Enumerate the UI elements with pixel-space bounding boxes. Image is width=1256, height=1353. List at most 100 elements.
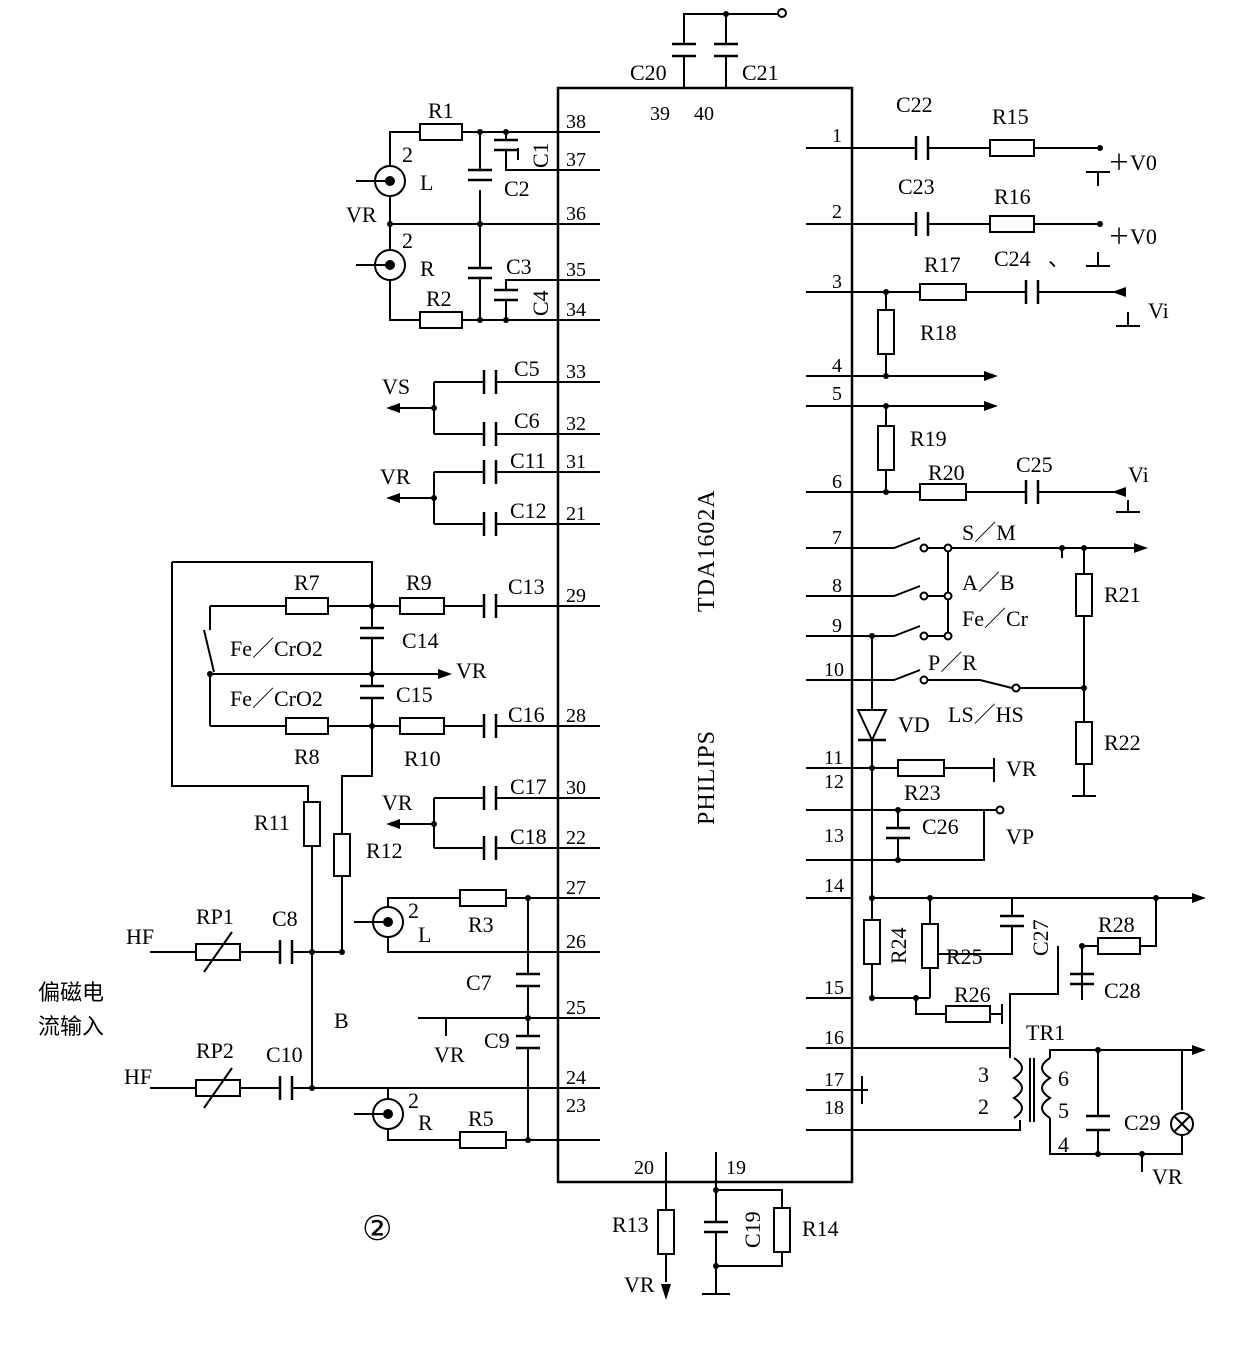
pin-16: 16 xyxy=(824,1027,844,1049)
tr-pin-3: 3 xyxy=(978,1062,989,1087)
r22-resistor xyxy=(1075,721,1093,765)
c20-label: C20 xyxy=(630,60,667,85)
c7-label: C7 xyxy=(466,970,492,995)
c3-label: C3 xyxy=(506,254,532,279)
pin-31: 31 xyxy=(566,451,586,473)
r24-resistor xyxy=(863,919,881,965)
bottom-section: 20 19 R13 C19 R14 VR ② xyxy=(362,1152,839,1300)
r9-resistor xyxy=(399,597,445,615)
r20-label: R20 xyxy=(928,460,965,485)
r2-label: R2 xyxy=(426,286,452,311)
c8-label: C8 xyxy=(272,906,298,931)
r17-resistor xyxy=(919,283,967,301)
pin-38: 38 xyxy=(566,111,586,133)
ic-maker: PHILIPS xyxy=(694,730,720,825)
playback-head-network: R1 C1 C2 2 L VR 2 R C3 C4 R2 xyxy=(346,98,600,329)
c18-label: C18 xyxy=(510,824,547,849)
pin-24: 24 xyxy=(566,1067,586,1089)
c1-label: C1 xyxy=(528,142,553,168)
r21-label: R21 xyxy=(1104,582,1141,607)
rec-l-label: L xyxy=(418,922,431,947)
bias-input-network: HF RP1 C8 R11 HF RP2 C10 偏磁电 流输入 B xyxy=(38,801,388,1109)
rp1-label: RP1 xyxy=(196,904,234,929)
pin-36: 36 xyxy=(566,203,586,225)
c25-label: C25 xyxy=(1016,452,1053,477)
c29-label: C29 xyxy=(1124,1110,1161,1135)
r3-resistor xyxy=(459,889,507,907)
r21-resistor xyxy=(1075,573,1093,617)
head-r-label: R xyxy=(420,256,435,281)
vs-label: VS xyxy=(382,374,410,399)
right-pins: 1 2 3 4 5 6 7 8 9 10 11 12 13 14 15 16 1… xyxy=(806,125,852,1131)
c19-label: C19 xyxy=(740,1211,765,1248)
vr-head-label: VR xyxy=(346,202,377,227)
pin-7: 7 xyxy=(832,527,842,549)
fe-cro2-b-label: Fe／CrO2 xyxy=(230,686,323,711)
ab-label: A／B xyxy=(962,570,1015,595)
c6-label: C6 xyxy=(514,408,540,433)
tr1-label: TR1 xyxy=(1026,1020,1065,1045)
r22-label: R22 xyxy=(1104,730,1141,755)
c2-label: C2 xyxy=(504,176,530,201)
c9-label: C9 xyxy=(484,1028,510,1053)
r14-label: R14 xyxy=(802,1216,839,1241)
r16-label: R16 xyxy=(994,184,1031,209)
sm-label: S／M xyxy=(962,520,1016,545)
decoupling-caps-upper: VS C5 C6 VR C11 C12 xyxy=(380,356,600,536)
r25-resistor xyxy=(921,923,939,969)
c4-label: C4 xyxy=(528,290,553,316)
pins-11-15-network: VR R23 C26 VP R24 R25 C27 R28 C28 R26 xyxy=(852,756,1206,1024)
left-pins: 38 37 36 35 34 33 32 31 21 29 28 30 22 2… xyxy=(558,111,600,1141)
r8-label: R8 xyxy=(294,744,320,769)
pin-28: 28 xyxy=(566,705,586,727)
c5-label: C5 xyxy=(514,356,540,381)
pin-1: 1 xyxy=(832,125,842,147)
tr-pin-6: 6 xyxy=(1058,1066,1069,1091)
pin-14: 14 xyxy=(824,875,844,897)
pin-18: 18 xyxy=(824,1097,844,1119)
pin-27: 27 xyxy=(566,877,586,899)
figure-number: ② xyxy=(362,1211,392,1248)
r23-resistor xyxy=(897,759,945,777)
vr-c9-label: VR xyxy=(434,1042,465,1067)
vr-mid-label: VR xyxy=(456,658,487,683)
pin-3: 3 xyxy=(832,271,842,293)
pin-34: 34 xyxy=(566,299,586,321)
hf1-label: HF xyxy=(126,924,154,949)
equalizer-network: R7 R9 C13 Fe／CrO2 C14 VR Fe／CrO2 C15 R8 … xyxy=(171,561,600,952)
vp-label: VP xyxy=(1006,824,1034,849)
r1-label: R1 xyxy=(428,98,454,123)
pin-32: 32 xyxy=(566,413,586,435)
bias-input-line2: 流输入 xyxy=(38,1014,104,1039)
pin-9: 9 xyxy=(832,615,842,637)
mode-switches: S／M A／B Fe／Cr R21 P／R LS／HS VD R22 xyxy=(852,520,1148,998)
c27-label: C27 xyxy=(1028,919,1053,956)
r28-resistor xyxy=(1097,937,1141,955)
vd-diode-icon xyxy=(856,709,888,743)
vr-tr-label: VR xyxy=(1152,1164,1183,1189)
fecr-label: Fe／Cr xyxy=(962,606,1029,631)
c14-label: C14 xyxy=(402,628,439,653)
c22-label: C22 xyxy=(896,92,933,117)
c23-label: C23 xyxy=(898,174,935,199)
lshs-label: LS／HS xyxy=(948,702,1024,727)
r11-resistor xyxy=(303,801,321,847)
r18-label: R18 xyxy=(920,320,957,345)
vi2-label: Vi xyxy=(1128,462,1149,487)
right-io-network: C22 R15 ＋V0 C23 R16 ＋V0 R17 C24 、 Vi R18… xyxy=(852,92,1169,513)
tr-pin-4: 4 xyxy=(1058,1132,1069,1157)
c12-label: C12 xyxy=(510,498,547,523)
vr-r23-label: VR xyxy=(1006,756,1037,781)
vi1-label: Vi xyxy=(1148,298,1169,323)
r15-resistor xyxy=(989,139,1035,157)
tr-pin-2: 2 xyxy=(978,1094,989,1119)
c24-mark: 、 xyxy=(1048,246,1070,271)
pin-35: 35 xyxy=(566,259,586,281)
c10-label: C10 xyxy=(266,1042,303,1067)
r18-resistor xyxy=(877,309,895,355)
vd-label: VD xyxy=(898,712,930,737)
r20-resistor xyxy=(919,483,967,501)
r14-resistor xyxy=(773,1207,791,1253)
r17-label: R17 xyxy=(924,252,961,277)
